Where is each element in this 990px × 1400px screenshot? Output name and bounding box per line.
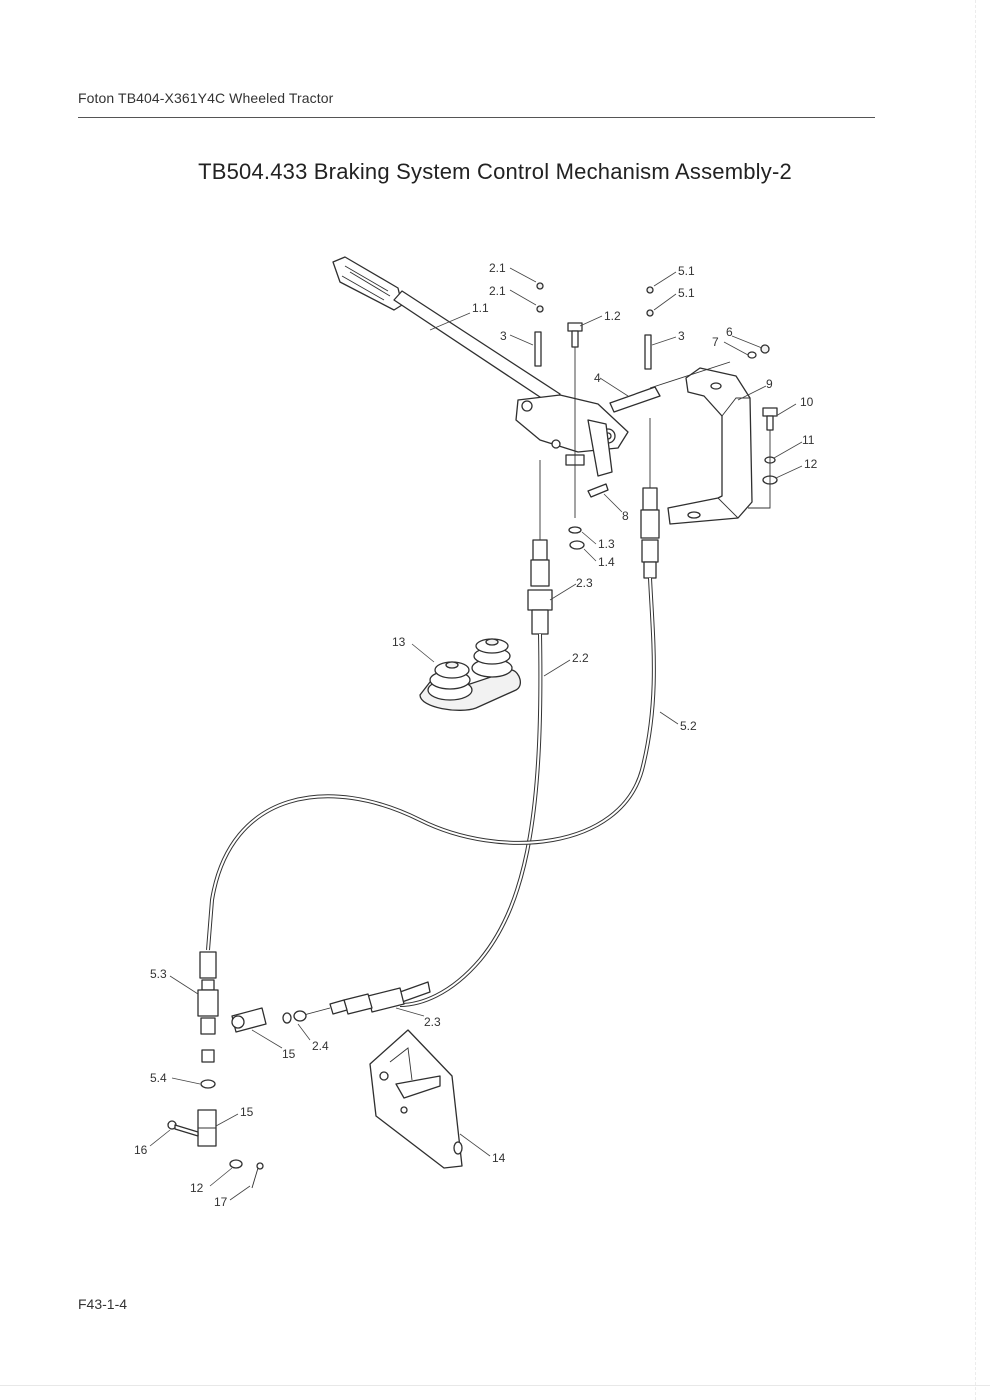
callout-5-3: 5.3 [150,967,167,981]
pin-part-16 [167,1120,199,1137]
callout-3-left: 3 [500,329,507,343]
callout-17: 17 [214,1195,228,1209]
nut-part-6 [760,344,770,354]
callout-14: 14 [492,1151,506,1165]
washer-part-7 [747,351,757,359]
page-code: F43-1-4 [78,1296,128,1312]
pin-part-4 [609,386,661,413]
callout-5-1-b: 5.1 [678,286,695,300]
nut-part-2-4 [293,1010,307,1022]
cotter-pin-part-17 [251,1162,264,1189]
bolt-part-1-2 [567,322,583,518]
rubber-block-part-13 [419,638,522,711]
scan-edge-bottom [0,1385,990,1386]
support-plate-part-14 [369,1029,463,1169]
clevis-part-15-left [197,1109,217,1147]
bolt-part-8 [587,483,609,498]
callout-1-2: 1.2 [604,309,621,323]
hand-brake-lever [332,256,629,477]
nuts-part-5-1 [646,286,654,317]
callout-2-1-a: 2.1 [489,261,506,275]
cable-fitting-5-upper [640,418,660,579]
washer-part-2-4 [282,1012,292,1024]
leader-lines [149,267,803,1201]
cable-part-5-2 [206,577,656,951]
callout-4: 4 [594,371,601,385]
callout-2-3-upper: 2.3 [576,576,593,590]
callout-1-4: 1.4 [598,555,615,569]
washer-part-12-bottom [229,1159,243,1169]
callout-10: 10 [800,395,814,409]
callout-2-4: 2.4 [312,1039,329,1053]
callout-2-2: 2.2 [572,651,589,665]
callout-1-3: 1.3 [598,537,615,551]
callout-6: 6 [726,325,733,339]
clevis-part-15-right [231,1007,267,1033]
rod-part-3-left [534,331,542,367]
nuts-part-2-1 [536,282,544,313]
washer-part-1-3 [568,526,582,534]
callout-5-4: 5.4 [150,1071,167,1085]
callout-12-bottom: 12 [190,1181,204,1195]
scan-edge-right [974,0,976,1400]
callout-5-1-a: 5.1 [678,264,695,278]
callout-16: 16 [134,1143,148,1157]
callout-3-right: 3 [678,329,685,343]
cable-part-2-2 [399,633,543,1007]
callout-15-left: 15 [240,1105,254,1119]
callout-labels: 2.1 2.1 1.1 3 1.2 5.1 5.1 3 4 6 7 9 10 1… [134,261,818,1209]
callout-13: 13 [392,635,406,649]
assembly-title: TB504.433 Braking System Control Mechani… [198,159,792,184]
washer-part-1-4 [569,540,585,550]
callout-2-3-lower: 2.3 [424,1015,441,1029]
callout-12-top: 12 [804,457,818,471]
rod-part-3-right [644,334,652,370]
cable-fitting-2-3-lower [299,981,431,1017]
callout-8: 8 [622,509,629,523]
callout-7: 7 [712,335,719,349]
header-rule [78,117,875,118]
cable-fitting-5-3-lower [197,951,219,1063]
washer-part-5-4 [200,1079,216,1089]
callout-2-1-b: 2.1 [489,284,506,298]
callout-11: 11 [802,433,815,447]
cable-fitting-2-3-upper [527,460,553,635]
bolt-part-10 [762,407,778,431]
callout-1-1: 1.1 [472,301,489,315]
callout-5-2: 5.2 [680,719,697,733]
document-header: Foton TB404-X361Y4C Wheeled Tractor [78,90,334,106]
callout-15-right: 15 [282,1047,296,1061]
callout-9: 9 [766,377,773,391]
bracket-part-9 [667,367,753,525]
